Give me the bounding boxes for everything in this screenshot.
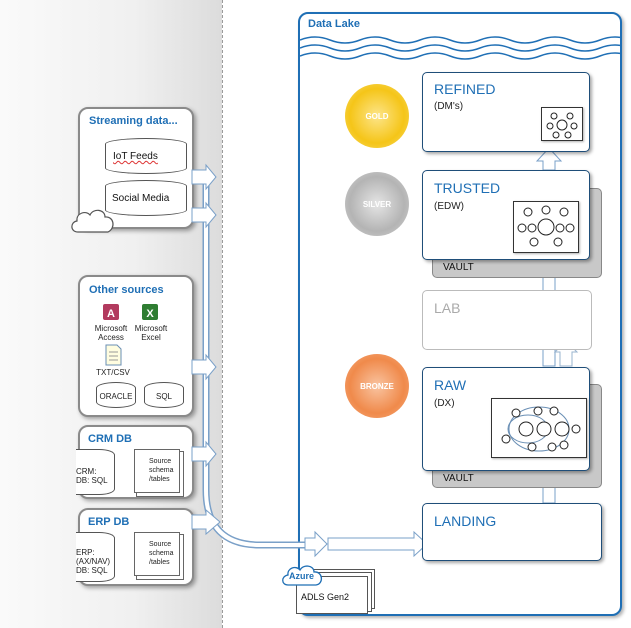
landing-title: LANDING (434, 513, 497, 529)
crm-db-box: CRM DB CRM: DB: SQL Source schema /table… (76, 425, 194, 499)
arrow-streaming-1 (191, 163, 217, 191)
iot-feeds-db: IoT Feeds (105, 138, 187, 174)
crm-db-label: CRM: DB: SQL (76, 467, 108, 485)
raw-sub: (DX) (434, 398, 455, 409)
streaming-data-box: Streaming data... IoT Feeds Social Media (78, 107, 194, 229)
star-schema-thumbnail (541, 107, 583, 141)
sql-db: SQL (144, 382, 184, 408)
text-file-icon (105, 344, 122, 366)
collector-line (202, 176, 320, 549)
lab-stage: LAB (422, 290, 592, 350)
refined-sub: (DM's) (434, 101, 464, 112)
oracle-db: ORACLE (96, 382, 136, 408)
adls-label: ADLS Gen2 (301, 592, 350, 602)
svg-text:X: X (146, 308, 154, 320)
gold-medal-icon: GOLD (345, 84, 409, 148)
access-icon: A (103, 304, 119, 320)
svg-text:A: A (107, 308, 115, 320)
arrow-other (191, 353, 217, 381)
erp-db-box: ERP DB ERP: (AX/NAV) DB: SQL Source sche… (76, 508, 194, 586)
arrow-erp (191, 508, 221, 536)
iot-feeds-label: IoT Feeds (113, 151, 158, 162)
silver-label: SILVER (362, 199, 392, 209)
bronze-medal-icon: BRONZE (345, 354, 409, 418)
lab-title: LAB (434, 300, 461, 316)
txt-csv-label: TXT/CSV (96, 368, 130, 377)
arrow-streaming-2 (191, 201, 217, 229)
trusted-title: TRUSTED (434, 180, 501, 196)
social-media-label: Social Media (112, 193, 170, 204)
other-sources-box: Other sources A Microsoft Access X Micro… (78, 275, 194, 417)
boundary-divider (222, 0, 223, 628)
other-sources-title: Other sources (89, 284, 164, 296)
excel-icon: X (142, 304, 158, 320)
social-media-db: Social Media (105, 180, 187, 216)
trusted-stage: TRUSTED (EDW) (422, 170, 590, 260)
azure-label: Azure (289, 571, 315, 581)
raw-model-thumbnail (491, 398, 587, 458)
bronze-label: BRONZE (360, 381, 394, 391)
streaming-title: Streaming data... (89, 115, 178, 127)
access-label: Microsoft Access (94, 324, 128, 342)
arrow-crm (191, 440, 217, 468)
refined-stage: REFINED (DM's) (422, 72, 590, 152)
azure-cloud-icon (282, 565, 323, 586)
raw-vault-label: VAULT (443, 473, 474, 484)
data-model-thumbnail (513, 201, 579, 253)
landing-stage: LANDING (422, 503, 602, 561)
arrow-trusted-to-refined (535, 147, 563, 171)
refined-title: REFINED (434, 81, 496, 97)
raw-title: RAW (434, 377, 467, 393)
crm-schema-label: Source schema /tables (149, 458, 174, 483)
erp-schema-label: Source schema /tables (149, 541, 174, 566)
cloud-icon (71, 209, 114, 233)
wave-decoration (300, 36, 620, 60)
trusted-vault-label: VAULT (443, 262, 474, 273)
excel-label: Microsoft Excel (134, 324, 168, 342)
data-lake-title: Data Lake (308, 18, 360, 30)
erp-database (76, 532, 115, 582)
erp-schema-doc: Source schema /tables (134, 532, 180, 576)
arrow-to-landing (327, 530, 428, 558)
trusted-sub: (EDW) (434, 201, 464, 212)
crm-title: CRM DB (88, 433, 132, 445)
gold-label: GOLD (365, 111, 389, 121)
erp-db-label: ERP: (AX/NAV) DB: SQL (76, 548, 111, 575)
erp-title: ERP DB (88, 516, 130, 528)
raw-stage: RAW (DX) (422, 367, 590, 471)
arrow-into-lake (304, 530, 328, 558)
crm-database (76, 449, 115, 495)
sql-label: SQL (155, 392, 172, 401)
crm-schema-doc: Source schema /tables (134, 449, 180, 493)
oracle-label: ORACLE (99, 392, 133, 401)
silver-medal-icon: SILVER (345, 172, 409, 236)
